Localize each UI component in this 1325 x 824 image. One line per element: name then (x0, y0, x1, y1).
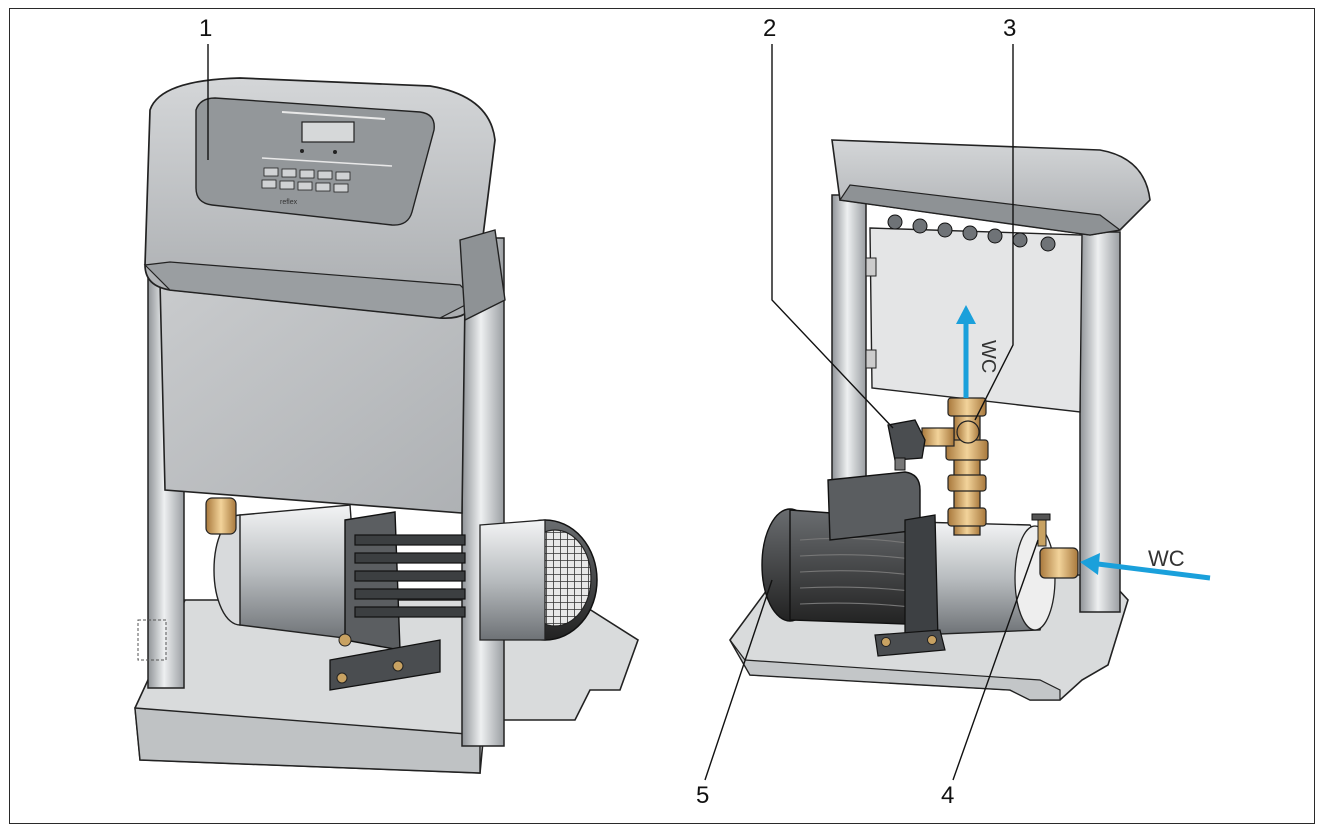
terminal-box (827, 471, 921, 541)
callout-2: 2 (763, 15, 777, 42)
display-screen (301, 121, 355, 143)
callout-3: 3 (1003, 15, 1017, 42)
leader-3 (974, 44, 1014, 421)
left-unit: reflex (134, 44, 639, 774)
callout-1: 1 (199, 15, 213, 42)
leader-4 (952, 539, 1039, 781)
inlet-fitting (1039, 547, 1079, 579)
cable-glands (887, 214, 1056, 252)
pressure-sensor (887, 419, 926, 461)
leader-5 (704, 579, 773, 781)
right-right-post (1079, 231, 1121, 613)
right-back-panel (869, 227, 1083, 413)
left-rear-post (461, 237, 505, 747)
flow-label-vertical: WC (977, 340, 999, 373)
flow-label-horizontal: WC (1148, 546, 1185, 571)
display-logo: reflex (280, 199, 298, 206)
left-pump-body (239, 504, 361, 641)
air-vent-valve (1037, 519, 1047, 547)
check-valve (956, 420, 980, 444)
flow-arrow-vertical (956, 305, 976, 398)
right-unit: WC WC (704, 44, 1211, 781)
pressure-sensor-pipe (921, 427, 955, 447)
flow-arrow-horizontal (1080, 553, 1211, 581)
callout-4: 4 (941, 782, 955, 809)
keypad (261, 167, 351, 193)
callout-5: 5 (696, 782, 710, 809)
leader-2 (771, 44, 894, 429)
